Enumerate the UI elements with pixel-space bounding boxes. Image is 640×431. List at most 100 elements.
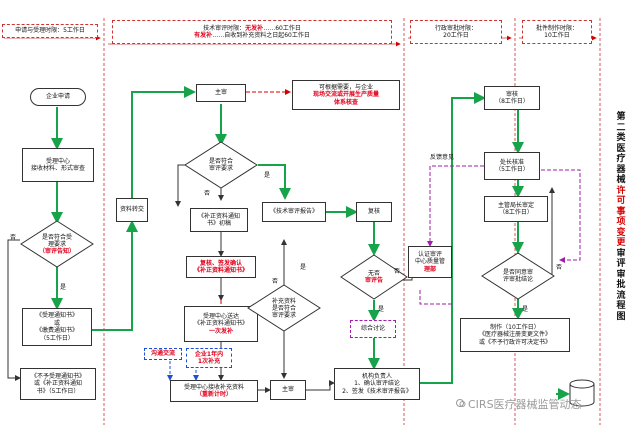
node-director-approve-line1: 主管局长审定	[497, 201, 534, 209]
header-admin-days: 20工作日	[443, 32, 469, 39]
header-cert-label: 批件制作时限：	[535, 24, 578, 32]
node-reject-notice-line1: 《不予受理通知书》	[30, 372, 85, 380]
decision-admin-agree-line1: 是否同意审	[502, 269, 533, 276]
label-no-accept: 否	[10, 234, 17, 241]
node-onsite-note-line1: 可根据需要，与企业	[318, 83, 373, 91]
decision-meet-review: 是否符合 审评要求	[184, 141, 258, 189]
node-accept-center-line2: 接收材料、形式审查	[30, 165, 85, 172]
node-make-cert-line2: 《医疗器械注册变更文件》	[478, 331, 551, 339]
node-send-material-label: 资料转交	[119, 206, 144, 214]
node-reject-notice-line3: 书》（5工作日）	[36, 387, 80, 395]
node-chief-reviewer-label: 主审	[214, 89, 227, 97]
node-chief-reviewer-2-label: 主审	[281, 386, 294, 394]
node-review-report-label: 《技术审评报告》	[269, 208, 318, 216]
node-apply: 企业申请	[30, 88, 86, 106]
header-review-nosupp: 无发补	[245, 24, 264, 32]
node-chief-reviewer-2: 主审	[270, 380, 306, 400]
decision-admin-agree-line2: 评审批结论	[502, 276, 533, 283]
decision-meet-accept-note: （审评告知）	[38, 247, 75, 255]
header-admin-label: 行政审批时限：	[434, 24, 477, 32]
node-review-report: 《技术审评报告》	[262, 202, 326, 222]
node-make-cert-line3: 或《不予行政许可决定书》	[478, 338, 551, 346]
label-yes-agree: 是	[378, 306, 385, 313]
node-responsible-line1: 机构负责人	[361, 372, 392, 380]
node-accept-notice-line4: （5工作日）	[40, 334, 74, 342]
node-responsible-line2: 1、确认审评结论	[354, 380, 400, 388]
decision-agree-line1: 无否	[367, 270, 380, 277]
decision-supp-meet: 补充资料 是否符合 审评要求	[247, 284, 321, 332]
node-sign-confirm-line2: 《补正资料通知书》	[193, 267, 248, 274]
side-title-highlight: 许可事项变更	[616, 185, 626, 249]
node-cert-center-line2: 中心质量管	[414, 258, 445, 266]
side-title-post: 审评审批流程图	[616, 248, 626, 322]
node-director-approve-line2: （8工作日）	[499, 209, 533, 216]
label-yes-supp: 是	[300, 264, 307, 271]
node-cert-center-line1: 认证审评	[417, 250, 442, 258]
node-supplement-draft-line1: 《补正资料通知	[197, 212, 240, 220]
side-title: 第二类医疗器械许可事项变更审评审批流程图	[614, 112, 628, 322]
node-apply-label: 企业申请	[45, 93, 70, 101]
node-audit-line1: 审核	[505, 90, 518, 98]
node-make-cert: 制作（10工作日） 《医疗器械注册变更文件》 或《不予行政许可决定书》	[460, 318, 570, 352]
header-review-label: 技术审评时限：	[203, 24, 246, 32]
node-within-year: 企业1年内 1次补充	[186, 348, 232, 368]
node-accept-notice-line3: 《缴费通知书》	[35, 327, 78, 334]
node-accept-center: 受理中心 接收材料、形式审查	[22, 148, 94, 182]
node-send-once-line1: 受理中心送达	[202, 312, 239, 320]
decision-agree: 无否 审评告	[340, 254, 408, 300]
node-chief-reviewer: 主审	[196, 84, 246, 102]
node-accept-notice: 《受理通知书》 或 《缴费通知书》 （5工作日）	[22, 308, 92, 346]
node-reject-notice-line2: 或《补正资料通知	[33, 380, 82, 388]
node-send-once: 受理中心送达 《补正资料通知书》 一次发补	[184, 306, 258, 342]
node-responsible-line3: 2、签发《技术审评报告》	[342, 387, 412, 395]
label-yes-accept: 是	[60, 284, 67, 291]
node-responsible: 机构负责人 1、确认审评结论 2、签发《技术审评报告》	[334, 368, 420, 400]
node-audit: 审核 （8工作日）	[484, 86, 540, 110]
node-supplement-draft: 《补正资料通知 书》初稿	[190, 208, 248, 232]
header-acceptance: 申请与受理时限：5工作日	[2, 24, 98, 38]
node-accept-notice-line1: 《受理通知书》	[35, 312, 78, 319]
node-communicate-label: 沟通交流	[150, 350, 175, 358]
node-division-approve-line1: 处长核准	[499, 158, 524, 166]
label-yes-admin: 是	[522, 306, 529, 313]
node-cert-center-note: 理部	[423, 265, 436, 273]
node-reject-notice: 《不予受理通知书》 或《补正资料通知 书》（5工作日）	[20, 368, 96, 400]
node-onsite-note-line3: 体系核查	[333, 98, 358, 106]
label-yes-review: 是	[264, 172, 271, 179]
node-discussion-label: 综合讨论	[360, 325, 385, 333]
node-recheck: 复核	[356, 202, 392, 222]
header-review-supp: 有发补	[194, 32, 213, 39]
header-cert-days: 10工作日	[544, 32, 570, 39]
decision-meet-accept-line1: 是否符合受	[41, 233, 72, 241]
node-cert-center: 认证审评 中心质量管 理部	[408, 246, 452, 278]
node-send-once-line2: 《补正资料通知书》	[193, 320, 248, 328]
side-title-pre: 第二类医疗器械	[616, 112, 626, 185]
node-onsite-note-line2: 现场交流或开展生产质量	[312, 91, 379, 99]
wechat-icon	[456, 399, 466, 407]
node-accept-center-line1: 受理中心	[45, 157, 70, 165]
label-no-agree: 否	[394, 268, 401, 275]
label-no-review: 否	[204, 190, 211, 197]
node-division-approve: 处长核准 （5工作日）	[484, 152, 540, 180]
node-division-approve-line2: （5工作日）	[495, 166, 529, 173]
label-no-supp: 否	[272, 278, 279, 285]
header-review-supp-days: ……自收到补充资料之日起60工作日	[212, 32, 310, 39]
node-within-year-line1: 企业1年内	[194, 350, 224, 358]
node-within-year-line2: 1次补充	[197, 358, 221, 365]
node-supplement-draft-line2: 书》初稿	[206, 220, 231, 227]
header-review-nosupp-days: ……60工作日	[263, 24, 301, 32]
watermark: CIRS医疗器械监管动态	[468, 398, 582, 411]
decision-admin-agree: 是否同意审 评审批结论	[481, 252, 555, 300]
decision-agree-note: 审评告	[364, 277, 383, 284]
node-communicate: 沟通交流	[144, 348, 182, 360]
decision-meet-accept: 是否符合受 理要求 （审评告知）	[20, 220, 94, 268]
archive-cylinder	[569, 379, 595, 407]
node-make-cert-line1: 制作（10工作日）	[490, 323, 540, 331]
node-receive-supp-line1: 受理中心接收补充资料	[183, 383, 244, 391]
node-sign-confirm-line1: 复核、签发确认	[199, 259, 242, 267]
node-send-once-note: 一次发补	[208, 327, 233, 335]
decision-meet-review-line1: 是否符合	[208, 158, 233, 165]
decision-meet-accept-line2: 理要求	[47, 240, 66, 248]
node-receive-supp-note: （重新计时）	[195, 391, 232, 398]
label-feedback: 反馈意见	[430, 154, 455, 161]
